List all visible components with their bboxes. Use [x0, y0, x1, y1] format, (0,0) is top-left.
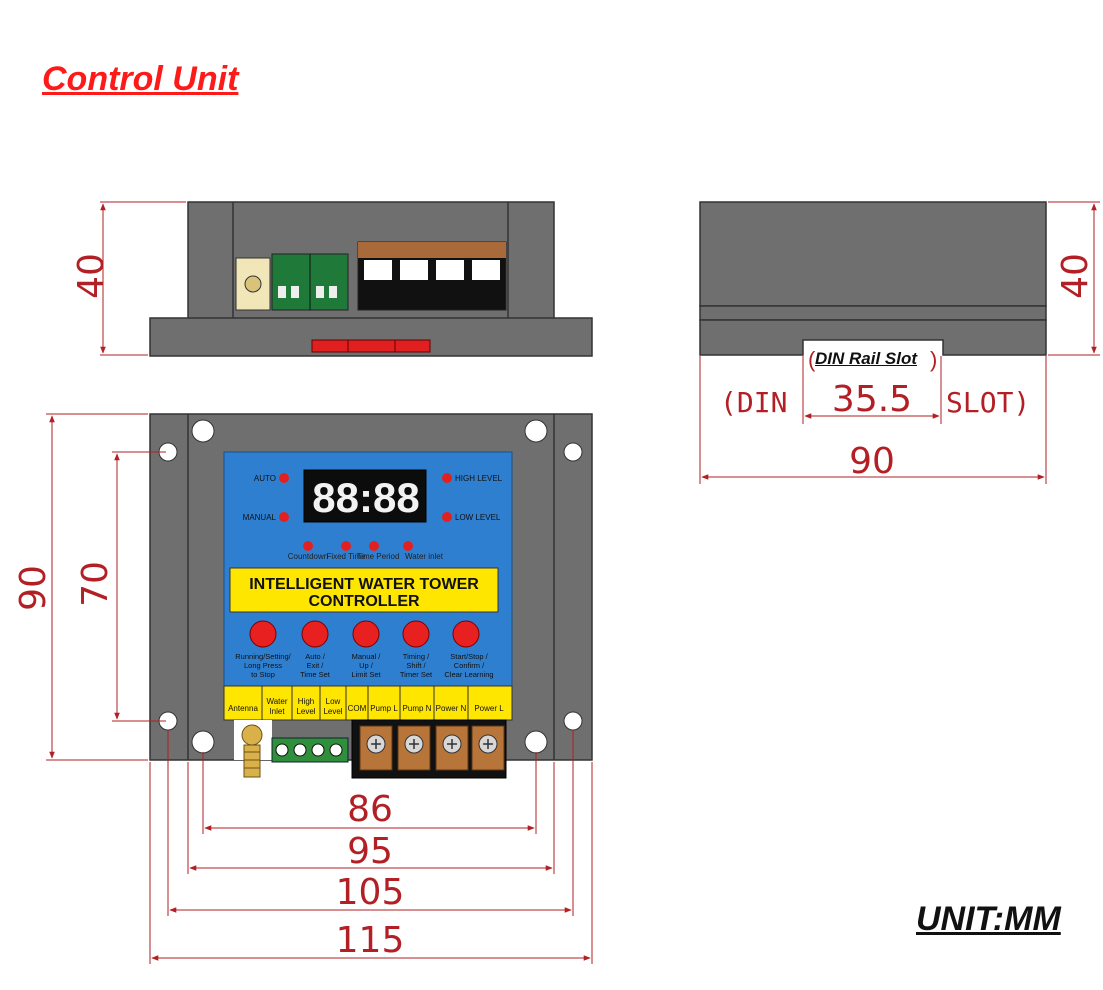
banner-line-1: INTELLIGENT WATER TOWER	[249, 576, 479, 593]
button-caption: Timing /	[403, 652, 430, 661]
button-caption: Running/Setting/	[235, 652, 291, 661]
button-caption: Long Press	[244, 661, 282, 670]
button-caption: Confirm /	[454, 661, 485, 670]
width-95-dim: 95	[347, 831, 393, 872]
width-86-dim: 86	[347, 789, 393, 830]
slot-right-text: SLOT)	[946, 386, 1031, 419]
front-height-inner-dim: 70	[75, 561, 116, 607]
low-level-label: LOW LEVEL	[455, 513, 501, 522]
paren-open: (	[808, 347, 816, 372]
din-rail-slot-label: DIN Rail Slot	[815, 349, 918, 368]
terminal-label: Power L	[474, 704, 504, 713]
button-caption: Start/Stop /	[450, 652, 488, 661]
button-caption: Manual /	[352, 652, 382, 661]
end-view	[699, 201, 1100, 484]
end-width-dim: 90	[849, 441, 895, 482]
width-115-dim: 115	[335, 920, 405, 961]
led-display: 88:88	[312, 474, 419, 521]
paren-close: )	[930, 347, 938, 372]
indicator-label: Water inlet	[405, 552, 444, 561]
button-caption: Auto /	[305, 652, 326, 661]
button-caption: Shift /	[406, 661, 426, 670]
terminal-label: COM	[348, 704, 367, 713]
button-caption: Exit /	[307, 661, 325, 670]
button-caption: Up /	[359, 661, 374, 670]
terminal-label: Pump N	[403, 704, 432, 713]
indicator-label: Fixed Time	[326, 552, 366, 561]
high-level-label: HIGH LEVEL	[455, 474, 503, 483]
side-height-dim: 40	[71, 253, 112, 299]
terminal-label: Water	[266, 697, 287, 706]
terminal-label: Low	[326, 697, 341, 706]
indicator-label: Time Period	[357, 552, 400, 561]
indicator-label: Countdown	[288, 552, 328, 561]
manual-label: MANUAL	[243, 513, 277, 522]
front-height-outer-dim: 90	[13, 565, 54, 611]
width-105-dim: 105	[335, 872, 405, 913]
button-caption: Limit Set	[351, 670, 381, 679]
terminal-label: Antenna	[228, 704, 258, 713]
button-caption: Time Set	[300, 670, 331, 679]
terminal-label: Level	[323, 707, 342, 716]
button-caption: to Stop	[251, 670, 275, 679]
slot-left-text: (DIN	[720, 386, 788, 419]
terminal-label: Pump L	[370, 704, 398, 713]
terminal-label: High	[298, 697, 314, 706]
terminal-label: Inlet	[269, 707, 285, 716]
terminal-label: Level	[296, 707, 315, 716]
banner-line-2: CONTROLLER	[308, 593, 420, 610]
slot-width-dim: 35.5	[831, 379, 913, 420]
side-view	[100, 201, 593, 357]
front-view	[46, 413, 593, 964]
end-height-dim: 40	[1055, 253, 1096, 299]
auto-label: AUTO	[254, 474, 276, 483]
unit-label: UNIT:MM	[916, 900, 1061, 938]
terminal-label: Power N	[436, 704, 467, 713]
button-caption: Clear Learning	[444, 670, 493, 679]
page-title: Control Unit	[42, 60, 239, 98]
button-caption: Timer Set	[400, 670, 433, 679]
